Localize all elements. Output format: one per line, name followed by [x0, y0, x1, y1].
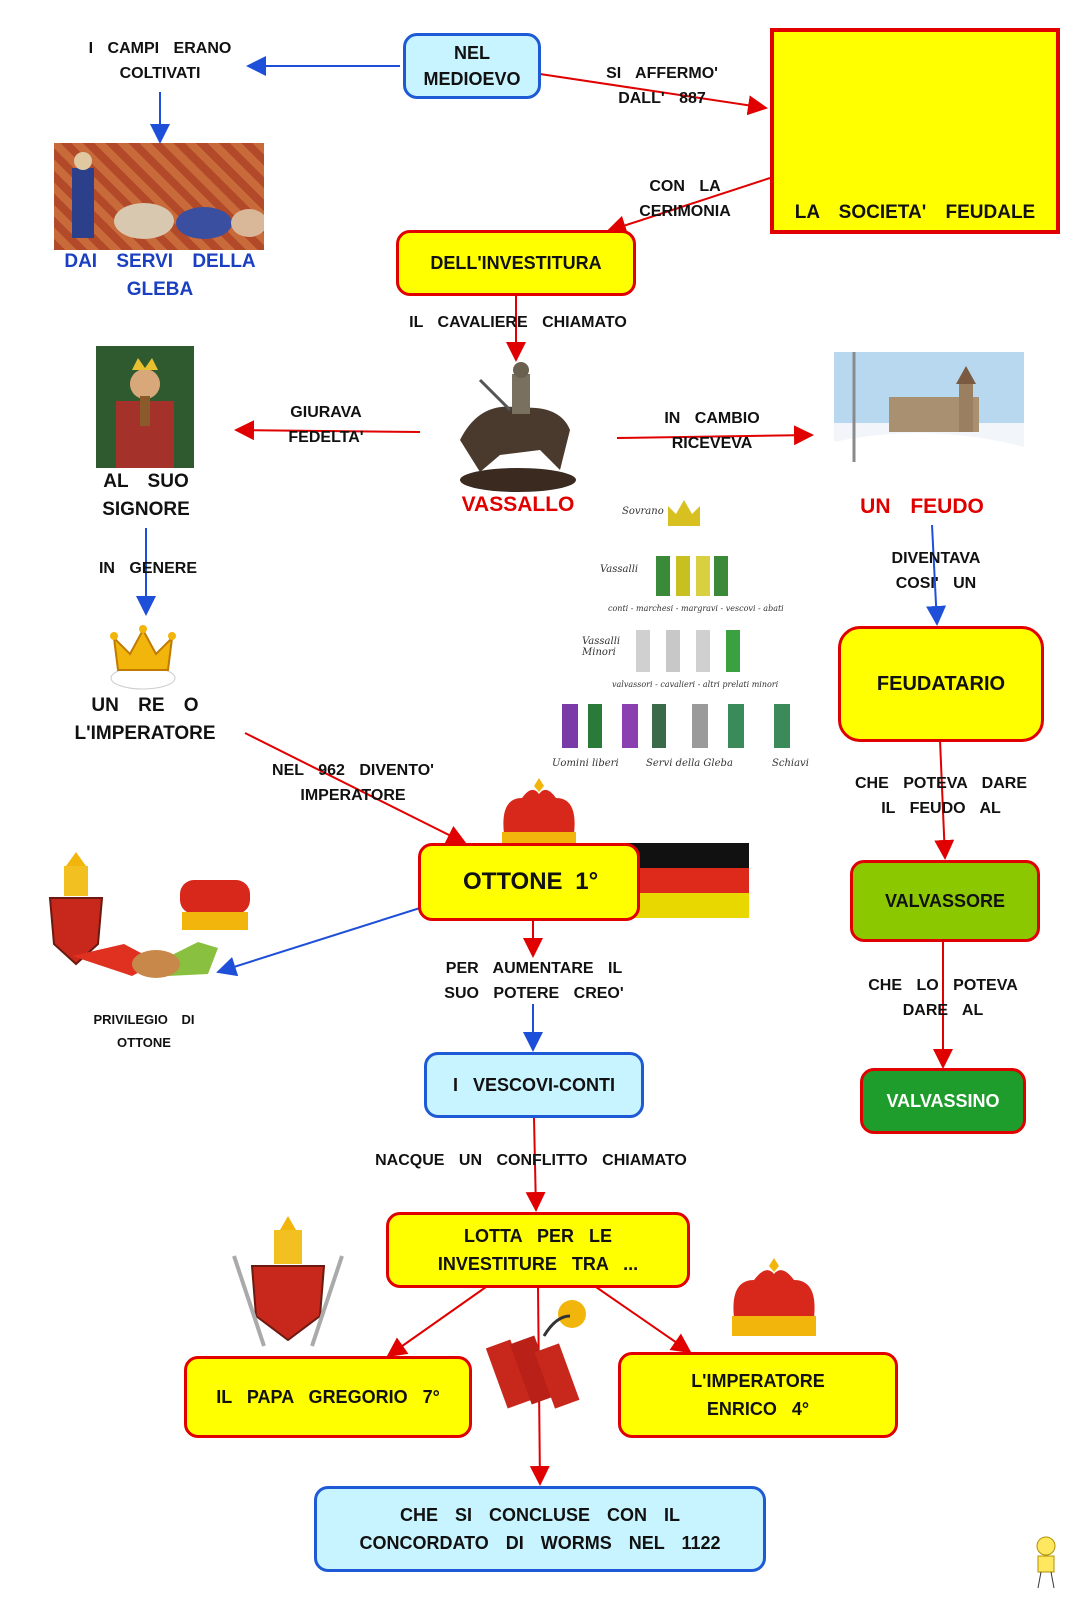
label-vassallo: VASSALLO: [461, 493, 575, 516]
crown-icon-small: [108, 620, 178, 692]
label-diventava: DIVENTAVA COSI' UN: [891, 550, 981, 592]
hierarchy-schiavi: Schiavi: [772, 758, 809, 769]
label-affermo: SI AFFERMO' DALL' 887: [606, 65, 718, 107]
dynamite-icon: [486, 1296, 594, 1420]
hierarchy-liberi: Uomini liberi: [552, 758, 619, 769]
label-cambio: IN CAMBIO RICEVEVA: [664, 410, 760, 452]
arrow-feudo-feudatario: [926, 524, 947, 626]
hierarchy-sovrano: Sovrano: [622, 506, 664, 517]
node-feudatario: FEUDATARIO: [838, 626, 1044, 742]
node-lotta: LOTTA PER LE INVESTITURE TRA ...: [386, 1212, 690, 1288]
king-image: [96, 346, 194, 468]
arrow-medioevo-societa: [539, 73, 768, 116]
papal-crest-handshake-image: [28, 852, 250, 990]
arrow-lotta-enrico: [595, 1286, 692, 1354]
label-poteva-dare: CHE POTEVA DARE IL FEUDO AL: [854, 775, 1027, 817]
node-societa-label: LA SOCIETA' FEUDALE: [794, 202, 1036, 223]
node-societa-frame: [770, 28, 1060, 234]
label-cavaliere: IL CAVALIERE CHIAMATO: [409, 314, 627, 331]
crown-icon-enrico: [728, 1256, 820, 1346]
node-investitura: DELL'INVESTITURA: [396, 230, 636, 296]
arrow-societa-investitura: [606, 177, 771, 235]
label-poteva-lo: CHE LO POTEVA DARE AL: [868, 977, 1018, 1019]
node-vescovi: I VESCOVI-CONTI: [424, 1052, 644, 1118]
hierarchy-minori-note: valvassori - cavalieri - altri prelati m…: [612, 680, 779, 689]
feudal-hierarchy-image: Sovrano Vassalli conti - marchesi - marg…: [552, 496, 814, 778]
label-cerimonia: CON LA CERIMONIA: [639, 178, 731, 220]
node-valvassino: VALVASSINO: [860, 1068, 1026, 1134]
node-valvassore: VALVASSORE: [850, 860, 1040, 942]
arrow-vassallo-feudo: [616, 425, 814, 446]
label-re: UN RE O L'IMPERATORE: [74, 695, 216, 744]
node-imperatore-enrico: L'IMPERATORE ENRICO 4°: [618, 1352, 898, 1438]
papal-crest-image: [230, 1216, 346, 1356]
castle-snow-image: [834, 352, 1024, 494]
label-feudo: UN FEUDO: [860, 495, 984, 518]
node-papa: IL PAPA GREGORIO 7°: [184, 1356, 472, 1438]
label-genere: IN GENERE: [98, 560, 197, 577]
arrow-ottone-privilegio: [216, 907, 421, 977]
label-giurava: GIURAVA FEDELTA': [288, 404, 364, 446]
label-nacque: NACQUE UN CONFLITTO CHIAMATO: [375, 1152, 687, 1169]
node-concordato: CHE SI CONCLUSE CON IL CONCORDATO DI WOR…: [314, 1486, 766, 1572]
label-campi: I CAMPI ERANO COLTIVATI: [88, 40, 232, 82]
mascot-icon: [1028, 1534, 1064, 1590]
knight-statue-image: [440, 360, 596, 498]
arrow-re-ottone: [244, 732, 467, 844]
label-servi: DAI SERVI DELLA GLEBA: [64, 251, 256, 300]
label-nel962: NEL 962 DIVENTO' IMPERATORE: [272, 762, 434, 804]
arrow-feudatario-valvassore: [934, 739, 955, 860]
label-privilegio: PRIVILEGIO DI OTTONE: [93, 1012, 195, 1050]
hierarchy-vassalli: Vassalli: [600, 564, 639, 575]
node-ottone: OTTONE 1°: [418, 843, 640, 921]
arrow-lotta-papa: [386, 1286, 487, 1358]
germany-flag-icon: [625, 843, 749, 918]
node-medioevo: NEL MEDIOEVO: [403, 33, 541, 99]
arrow-vescovi-lotta: [525, 1117, 546, 1212]
label-signore: AL SUO SIGNORE: [102, 471, 190, 520]
serfs-manuscript-image: [54, 143, 264, 250]
hierarchy-servi: Servi della Gleba: [646, 758, 733, 769]
hierarchy-minori: Vassalli Minori: [582, 636, 621, 658]
arrow-vassallo-signore: [234, 420, 421, 441]
hierarchy-vassalli-note: conti - marchesi - margravi - vescovi - …: [608, 604, 784, 613]
label-aumentare: PER AUMENTARE IL SUO POTERE CREO': [444, 960, 624, 1002]
